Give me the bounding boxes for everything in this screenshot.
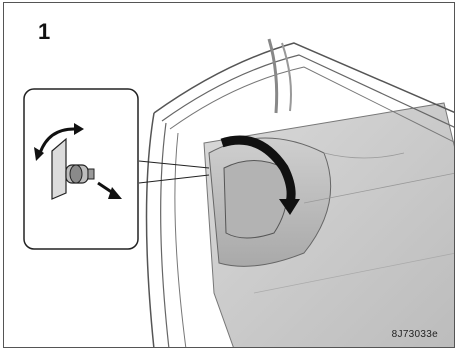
trunk-body: [147, 39, 456, 348]
step-number: 1: [38, 21, 50, 43]
illustration-frame: 1 8J73033e: [3, 2, 455, 348]
callout-lines: [139, 161, 209, 183]
figure-code: 8J73033e: [392, 329, 438, 340]
trunk-illustration: [4, 3, 455, 348]
detail-inset: [24, 89, 138, 249]
